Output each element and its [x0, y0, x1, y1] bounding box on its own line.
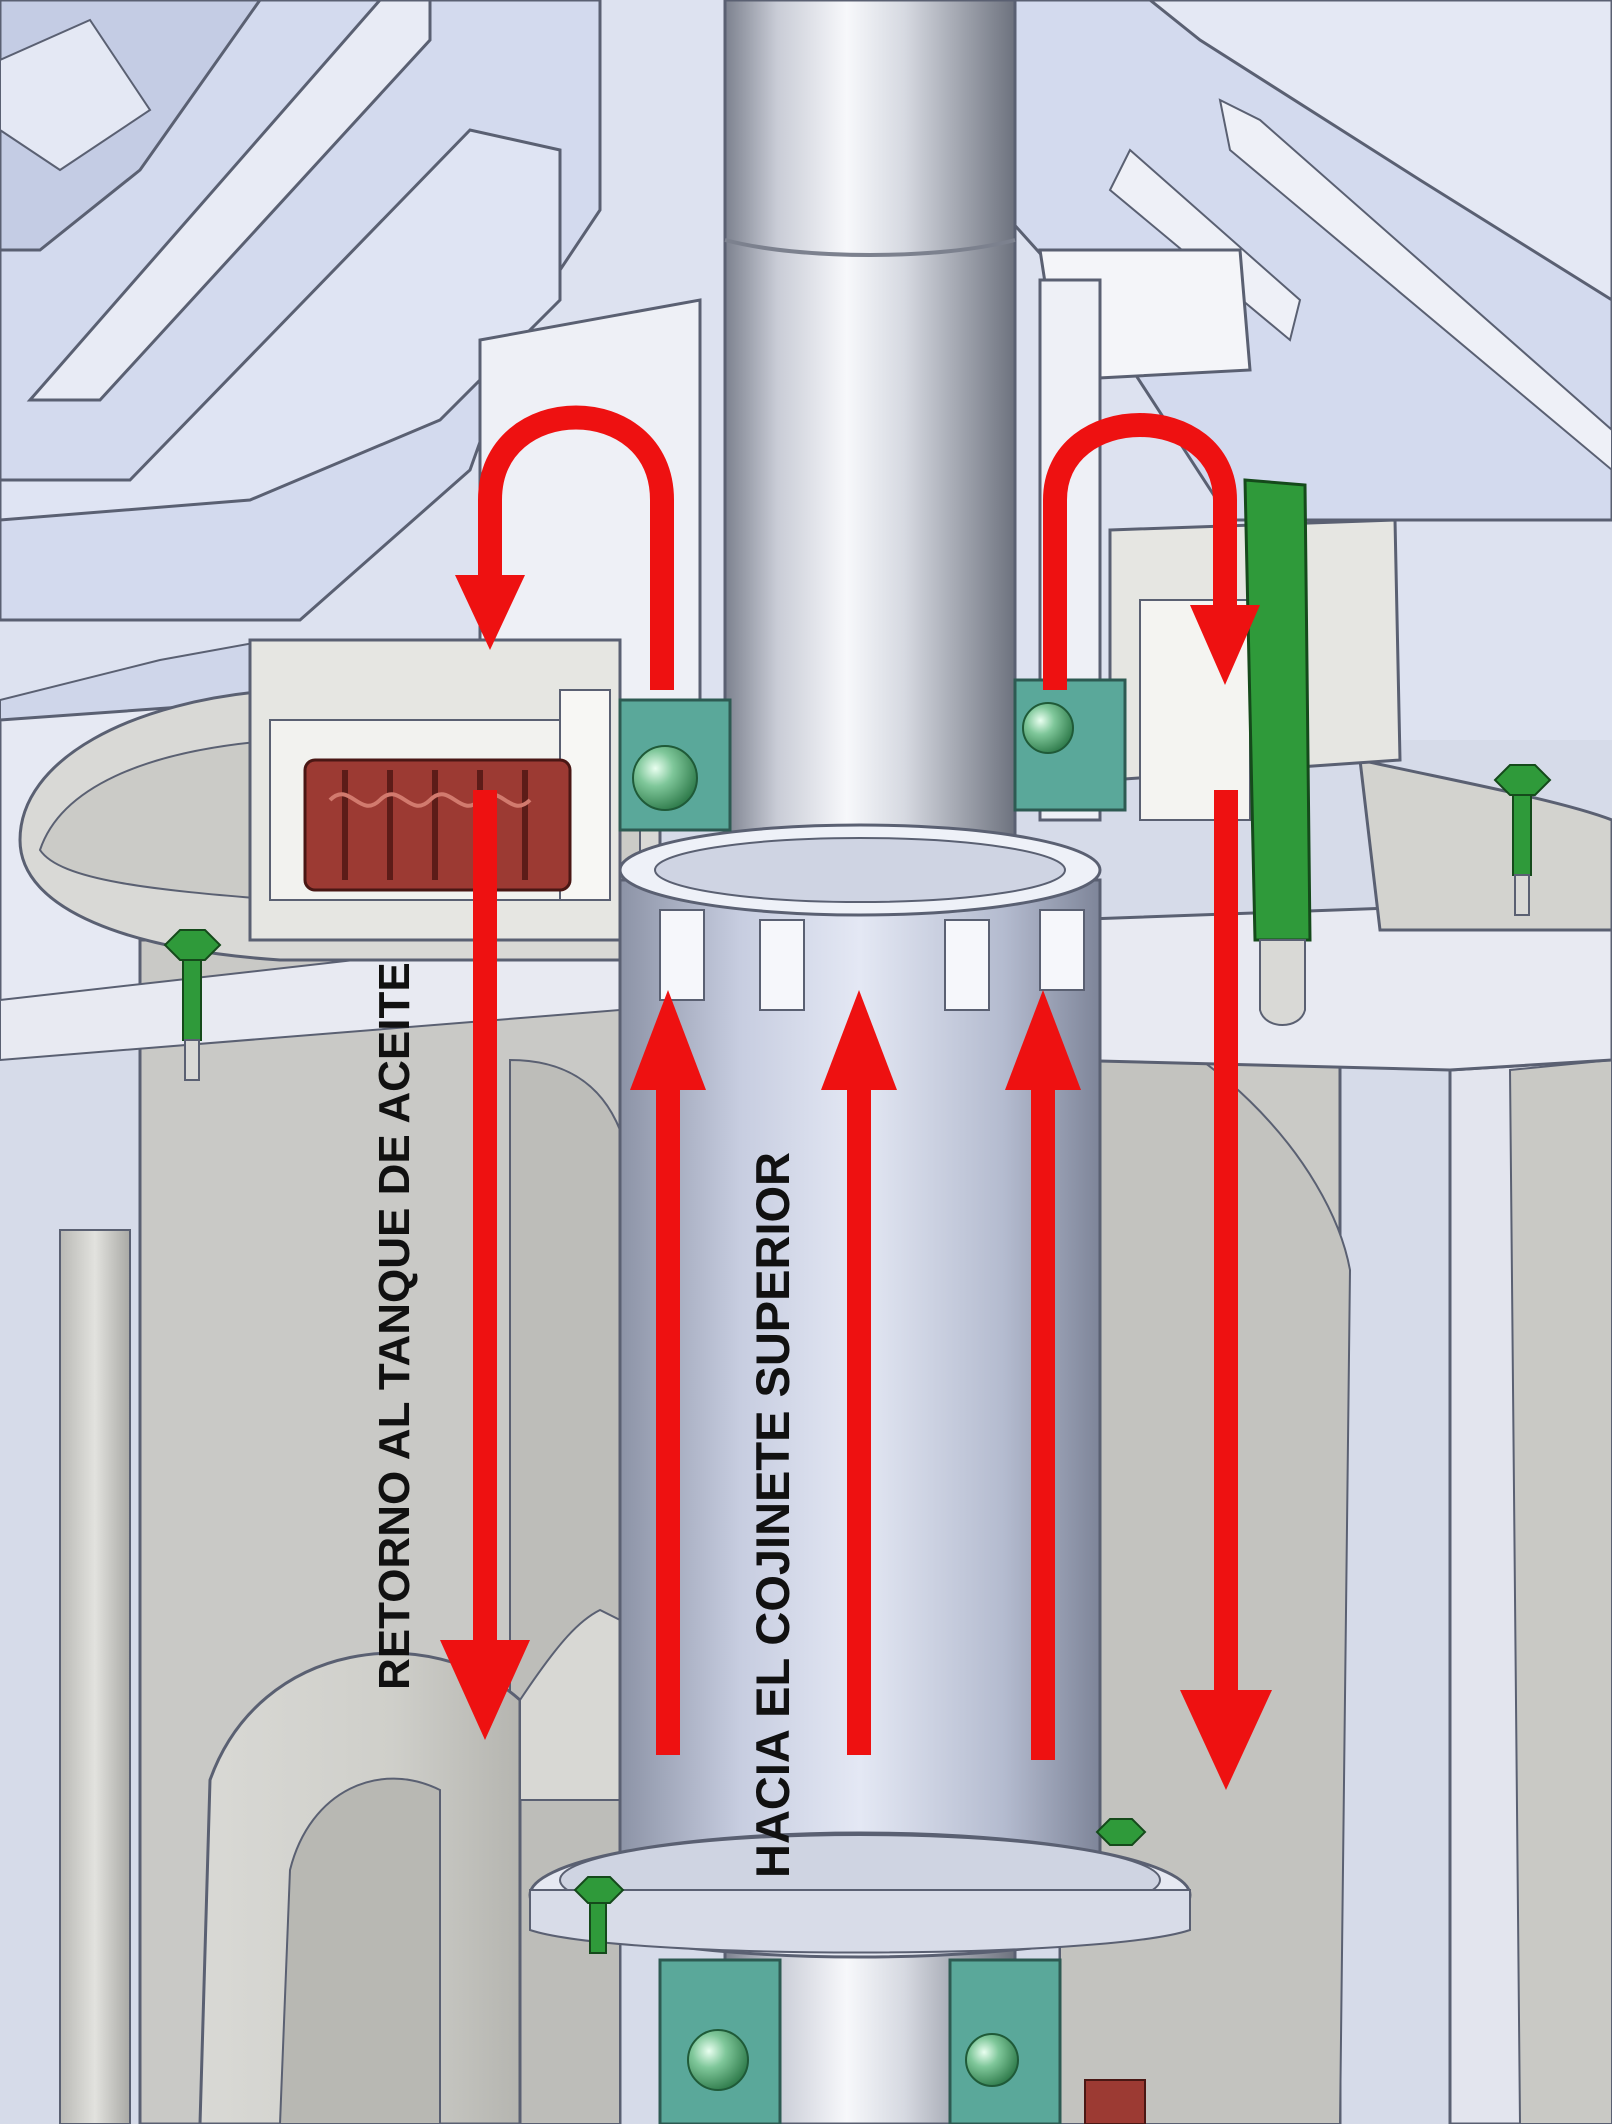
lower-flange	[528, 1831, 1192, 2124]
to-upper-bearing-label: HACIA EL COJINETE SUPERIOR	[746, 1152, 799, 1878]
arrow-icon	[630, 990, 706, 1090]
labyrinth-seal	[303, 758, 572, 892]
arrow-icon	[1180, 1690, 1272, 1790]
flow-arrows	[473, 405, 1238, 1760]
return-to-tank-label: RETORNO AL TANQUE DE ACEITE	[370, 962, 419, 1690]
upper-left-housing	[0, 0, 602, 742]
arrow-icon	[821, 990, 897, 1090]
locating-pin	[1243, 478, 1312, 1026]
bolt-icon	[1493, 764, 1552, 916]
arrow-icon	[1043, 413, 1237, 690]
bolt-icon	[163, 929, 222, 1081]
bolt-icon	[1095, 1818, 1147, 1846]
bearing-ball-icon	[687, 2029, 749, 2091]
bearing-ball-icon	[1022, 702, 1074, 754]
arrow-icon	[1190, 605, 1260, 685]
bearing-ball-icon	[965, 2033, 1019, 2087]
bolt-icon	[573, 1876, 625, 1954]
arrow-icon	[440, 1640, 530, 1740]
arrow-icon	[478, 405, 674, 690]
bearing-ball-icon	[632, 745, 698, 811]
arrow-icon	[455, 575, 525, 650]
arrow-heads	[440, 575, 1272, 1790]
arrow-icon	[1005, 990, 1081, 1090]
